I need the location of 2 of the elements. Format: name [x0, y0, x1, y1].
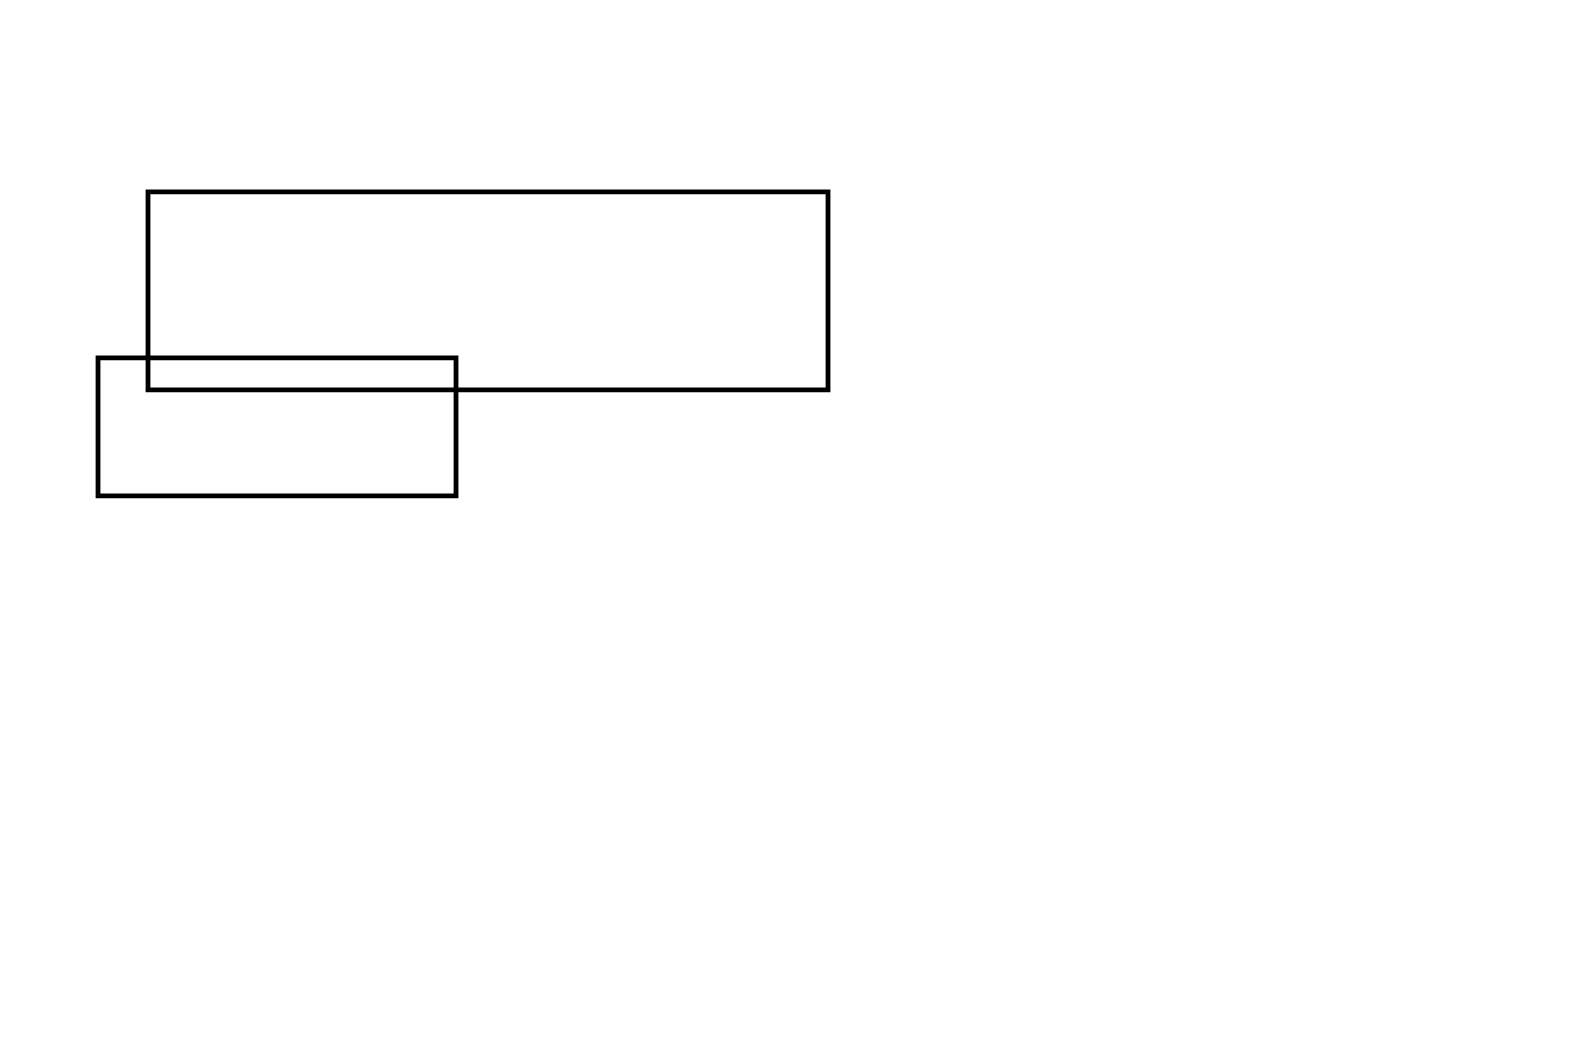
outline-box [95, 355, 459, 499]
outline-box [145, 189, 831, 393]
